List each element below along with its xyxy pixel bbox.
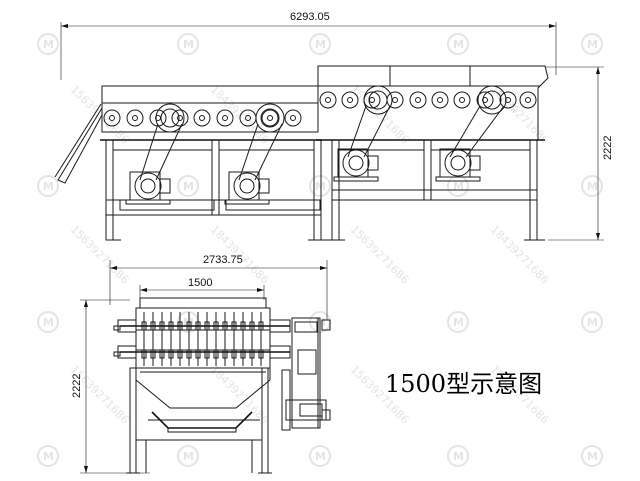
watermark-logo: M [37, 33, 59, 55]
drawing-title: 1500型示意图 [385, 370, 542, 398]
roller-shaft [126, 109, 144, 127]
watermark-logo: M [177, 33, 199, 55]
svg-text:M: M [315, 450, 326, 463]
left-bearing-blocks [113, 319, 137, 359]
motor-group [125, 85, 507, 205]
watermark-logo: M [177, 445, 199, 467]
overall-length-label: 6293.05 [290, 11, 330, 23]
motor-drive [125, 103, 185, 205]
inner-width-label: 1500 [188, 277, 212, 289]
watermark-text: 15639271686 [68, 83, 132, 147]
svg-text:M: M [587, 316, 598, 329]
watermark-logo: M [309, 445, 331, 467]
svg-text:M: M [183, 180, 194, 193]
watermark-logo: M [37, 445, 59, 467]
watermark-logo: M [309, 175, 331, 197]
side-view [54, 65, 549, 241]
right-bearing-blocks [269, 319, 291, 359]
roller-shaft [409, 91, 427, 109]
roller-shaft [431, 91, 449, 109]
plan-width-dimension: 2733.75 1500 [109, 254, 328, 320]
motor-drive [224, 103, 285, 205]
watermark-text: 18439271686 [488, 223, 552, 287]
watermark-logo: M [37, 175, 59, 197]
end-view [113, 297, 331, 474]
side-height-label: 2222 [602, 136, 614, 160]
roller-shaft [476, 91, 494, 109]
roller-shaft [386, 91, 404, 109]
watermark-logo: M [177, 175, 199, 197]
motor-drive [333, 85, 393, 182]
conveyor-idler [148, 411, 260, 433]
roller-shaft [216, 109, 234, 127]
watermark-logo: M [581, 311, 603, 333]
roller-shaft [519, 91, 537, 109]
roller-row-low [103, 109, 302, 127]
svg-text:M: M [43, 38, 54, 51]
roller-shaft [319, 91, 337, 109]
svg-text:M: M [453, 180, 464, 193]
watermark-logo: M [581, 33, 603, 55]
svg-text:M: M [587, 450, 598, 463]
end-view-frame [126, 367, 272, 474]
overall-length-dimension: 6293.05 [60, 11, 557, 80]
svg-text:M: M [43, 316, 54, 329]
watermark-text: 15639271686 [348, 83, 412, 147]
svg-text:M: M [315, 38, 326, 51]
svg-text:M: M [183, 450, 194, 463]
roller-shaft [453, 91, 471, 109]
watermark-logo: M [581, 445, 603, 467]
roller-shaft [193, 109, 211, 127]
svg-text:M: M [43, 450, 54, 463]
watermark-logo: M [447, 311, 469, 333]
roller-shaft [171, 109, 189, 127]
end-view-height-label: 2222 [71, 374, 83, 398]
roller-shaft [103, 109, 121, 127]
watermark-logo: M [309, 33, 331, 55]
svg-text:M: M [587, 180, 598, 193]
plan-width-label: 2733.75 [203, 254, 243, 266]
feed-chute [57, 106, 103, 184]
svg-text:M: M [453, 38, 464, 51]
watermark-text: 15639271686 [348, 223, 412, 287]
frame-high [326, 139, 545, 241]
roller-shaft [284, 109, 302, 127]
svg-text:M: M [43, 180, 54, 193]
crusher-teeth [120, 312, 290, 366]
drive-unit [281, 317, 331, 431]
high-section-housing [317, 65, 549, 140]
watermark-logo: M [447, 33, 469, 55]
watermark-logo: M [581, 175, 603, 197]
watermark-logo: M [37, 311, 59, 333]
roller-shaft [499, 91, 517, 109]
svg-text:M: M [315, 180, 326, 193]
svg-text:M: M [453, 450, 464, 463]
end-view-height-dimension: 2222 [71, 299, 150, 474]
svg-text:M: M [183, 38, 194, 51]
roller-shaft [261, 109, 279, 127]
motor-drive [435, 85, 507, 182]
side-height-dimension: 2222 [545, 66, 614, 241]
watermark-logo: M [447, 445, 469, 467]
watermark-text: 15639271686 [68, 223, 132, 287]
watermark-logo: M [447, 175, 469, 197]
svg-text:M: M [453, 316, 464, 329]
roller-shaft [341, 91, 359, 109]
svg-text:M: M [587, 38, 598, 51]
